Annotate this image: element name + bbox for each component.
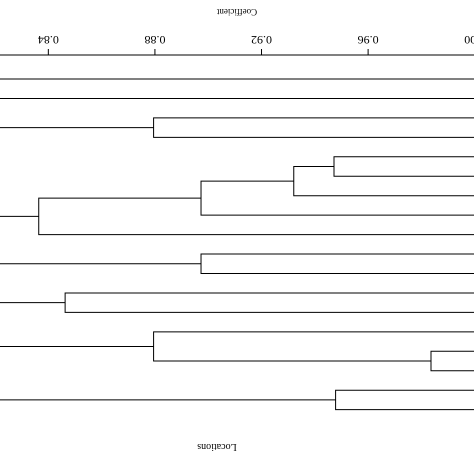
locations-label: Locations [197, 441, 237, 452]
dendrogram-link [293, 166, 474, 197]
dendrogram-link [153, 331, 474, 362]
dendrogram-link [430, 350, 474, 372]
dendrogram-link [64, 292, 474, 313]
dendrogram-link [200, 253, 474, 274]
dendrogram-link [0, 78, 474, 80]
dendrogram-link [0, 215, 202, 265]
dendrogram-link [0, 97, 474, 129]
axis-tick-label: 0.92 [251, 33, 272, 47]
dendrogram-link [333, 156, 474, 177]
coefficient-axis: 0.680.720.760.800.840.880.920.961.00 [0, 33, 474, 56]
dendrogram-link [200, 180, 474, 216]
axis-tick-label: 1.00 [464, 33, 474, 47]
axis-tick-label: 0.96 [358, 33, 379, 47]
axis-title: Coefficient [216, 7, 257, 17]
axis-tick-label: 0.88 [144, 33, 165, 47]
dendrogram-link [153, 117, 474, 138]
dendrogram-link [335, 389, 474, 411]
dendrogram-link [38, 197, 474, 236]
dendrogram-link [0, 399, 336, 401]
axis-tick-label: 0.84 [38, 33, 59, 47]
dendrogram-link [0, 302, 154, 347]
dendrogram-tree [0, 78, 474, 411]
